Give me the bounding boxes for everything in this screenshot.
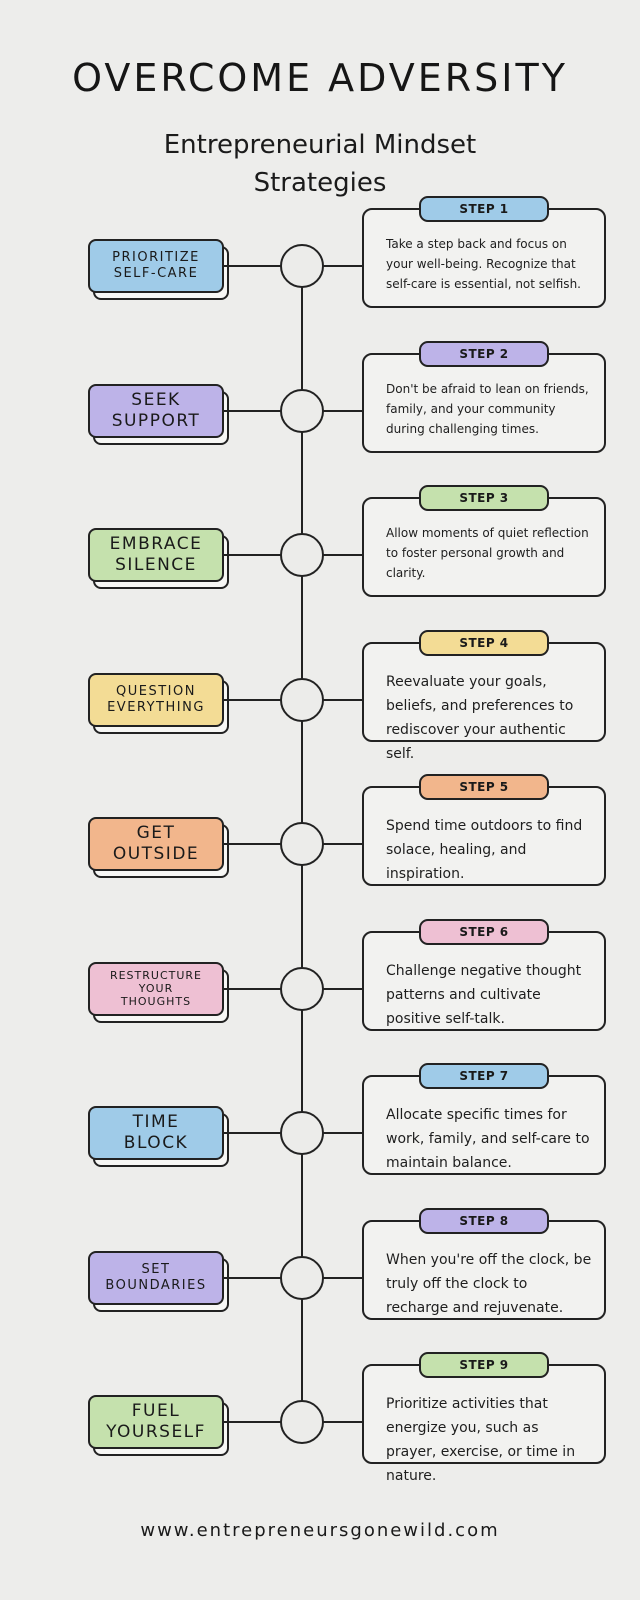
step-number-pill: STEP 5 [419,774,549,800]
strategy-label: QUESTION EVERYTHING [88,672,224,727]
strategy-label: GET OUTSIDE [88,817,224,871]
step-number-pill: STEP 7 [419,1063,549,1089]
step-row: FUEL YOURSELF Prioritize activities that … [0,1352,640,1497]
strategy-label-card: TIME BLOCK [88,1106,229,1167]
connector-line-left [224,698,282,701]
connector-line-left [224,554,282,556]
step-number-pill: STEP 2 [419,340,549,367]
strategy-label: TIME BLOCK [88,1106,224,1160]
step-row: SEEK SUPPORT Don't be afraid to lean on f… [0,340,640,486]
strategy-label-card: QUESTION EVERYTHING [88,672,229,734]
step-description: Allow moments of quiet reflection to fos… [362,497,606,597]
strategy-label-card: RESTRUCTURE YOUR THOUGHTS [88,961,229,1023]
step-description: Take a step back and focus on your well-… [362,208,606,308]
strategy-label-card: FUEL YOURSELF [88,1395,229,1456]
step-description: Reevaluate your goals, beliefs, and pref… [362,641,606,762]
step-row: EMBRACE SILENCE Allow moments of quiet re… [0,485,640,630]
step-number-pill: STEP 3 [419,485,549,511]
timeline-node [280,388,324,433]
strategy-label: SET BOUNDARIES [88,1250,224,1305]
strategy-label-card: SEEK SUPPORT [88,383,229,445]
step-description: Challenge negative thought patterns and … [362,930,606,1031]
connector-line-left [224,265,282,267]
timeline-node [280,1400,324,1444]
strategy-label-card: GET OUTSIDE [88,817,229,878]
step-description: Spend time outdoors to find solace, heal… [362,786,606,886]
connector-line-right [322,265,364,267]
timeline-node [280,533,324,577]
timeline-node [280,1111,324,1155]
step-number-pill: STEP 8 [419,1207,549,1234]
strategy-label: SEEK SUPPORT [88,383,224,438]
connector-line-right [322,1276,364,1279]
step-number-pill: STEP 9 [419,1352,549,1378]
page-title: OVERCOME ADVERSITY [72,56,568,100]
step-number-pill: STEP 6 [419,918,549,945]
connector-line-left [224,987,282,990]
connector-line-right [322,987,364,990]
strategy-label-card: PRIORITIZE SELF-CARE [88,239,229,300]
step-row: SET BOUNDARIES When you're off the clock,… [0,1207,640,1353]
connector-line-right [322,554,364,556]
strategy-label: FUEL YOURSELF [88,1395,224,1449]
timeline-node [280,1255,324,1300]
page-subtitle: Entrepreneurial Mindset Strategies [163,130,477,198]
strategy-label-card: SET BOUNDARIES [88,1250,229,1312]
connector-line-right [322,1132,364,1134]
connector-line-left [224,1421,282,1423]
strategy-label: EMBRACE SILENCE [88,528,224,582]
strategy-label: PRIORITIZE SELF-CARE [88,239,224,293]
connector-line-left [224,1132,282,1134]
timeline-node [280,966,324,1011]
footer-url: www.entrepreneursgonewild.com [140,1520,500,1541]
connector-line-left [224,1276,282,1279]
connector-line-right [322,843,364,845]
step-description: When you're off the clock, be truly off … [362,1219,606,1320]
step-row: QUESTION EVERYTHING Reevaluate your goals… [0,629,640,775]
step-row: TIME BLOCK Allocate specific times for wo… [0,1063,640,1208]
step-row: PRIORITIZE SELF-CARE Take a step back and… [0,196,640,341]
connector-line-left [224,843,282,845]
strategy-label-card: EMBRACE SILENCE [88,528,229,589]
timeline-node [280,244,324,288]
step-row: GET OUTSIDE Spend time outdoors to find s… [0,774,640,919]
connector-line-left [224,409,282,412]
connector-line-right [322,409,364,412]
connector-line-right [322,698,364,701]
timeline-node [280,677,324,722]
strategy-label: RESTRUCTURE YOUR THOUGHTS [88,961,224,1016]
step-row: RESTRUCTURE YOUR THOUGHTS Challenge negat… [0,918,640,1064]
step-number-pill: STEP 4 [419,629,549,656]
timeline-node [280,822,324,866]
step-description: Allocate specific times for work, family… [362,1075,606,1175]
step-number-pill: STEP 1 [419,196,549,222]
connector-line-right [322,1421,364,1423]
step-description: Don't be afraid to lean on friends, fami… [362,352,606,453]
step-description: Prioritize activities that energize you,… [362,1364,606,1484]
